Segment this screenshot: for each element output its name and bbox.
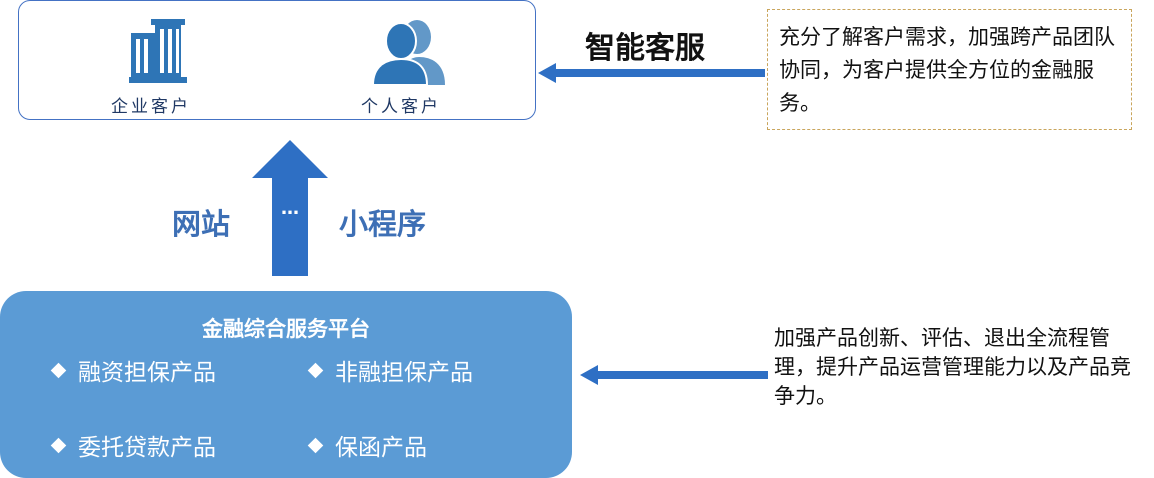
product-label: 保函产品 [335, 435, 427, 461]
product-item: 保函产品 [307, 428, 427, 462]
platform-description: 加强产品创新、评估、退出全流程管理，提升产品运营管理能力以及产品竞争力。 [774, 326, 1131, 408]
enterprise-customer-label: 企业客户 [111, 97, 191, 117]
users-icon [371, 17, 447, 89]
smart-service-label: 智能客服 [585, 31, 705, 66]
diamond-bullet-icon [50, 362, 67, 378]
diamond-bullet-icon [307, 437, 324, 453]
smart-service-arrow [538, 63, 765, 83]
product-item: 委托贷款产品 [50, 428, 216, 462]
product-item: 非融担保产品 [307, 353, 473, 387]
product-label: 非融担保产品 [335, 360, 473, 386]
platform-box: 金融综合服务平台 融资担保产品 非融担保产品 委托贷款产品 保函产品 [0, 291, 572, 478]
product-label: 委托贷款产品 [78, 435, 216, 461]
customers-box: 企业客户 个人客户 [18, 0, 536, 120]
channel-ellipsis: … [281, 198, 299, 219]
building-icon [129, 19, 187, 87]
diamond-bullet-icon [307, 362, 324, 378]
platform-title: 金融综合服务平台 [202, 317, 370, 341]
individual-customer-label: 个人客户 [361, 97, 441, 117]
product-item: 融资担保产品 [50, 353, 216, 387]
product-label: 融资担保产品 [78, 360, 216, 386]
channel-website: 网站 [172, 207, 231, 241]
up-arrow [252, 140, 328, 276]
smart-service-description: 充分了解客户需求，加强跨产品团队协同，为客户提供全方位的金融服务。 [767, 9, 1132, 130]
platform-feedback-arrow [580, 365, 768, 385]
diamond-bullet-icon [50, 437, 67, 453]
channel-mini-program: 小程序 [339, 207, 427, 241]
